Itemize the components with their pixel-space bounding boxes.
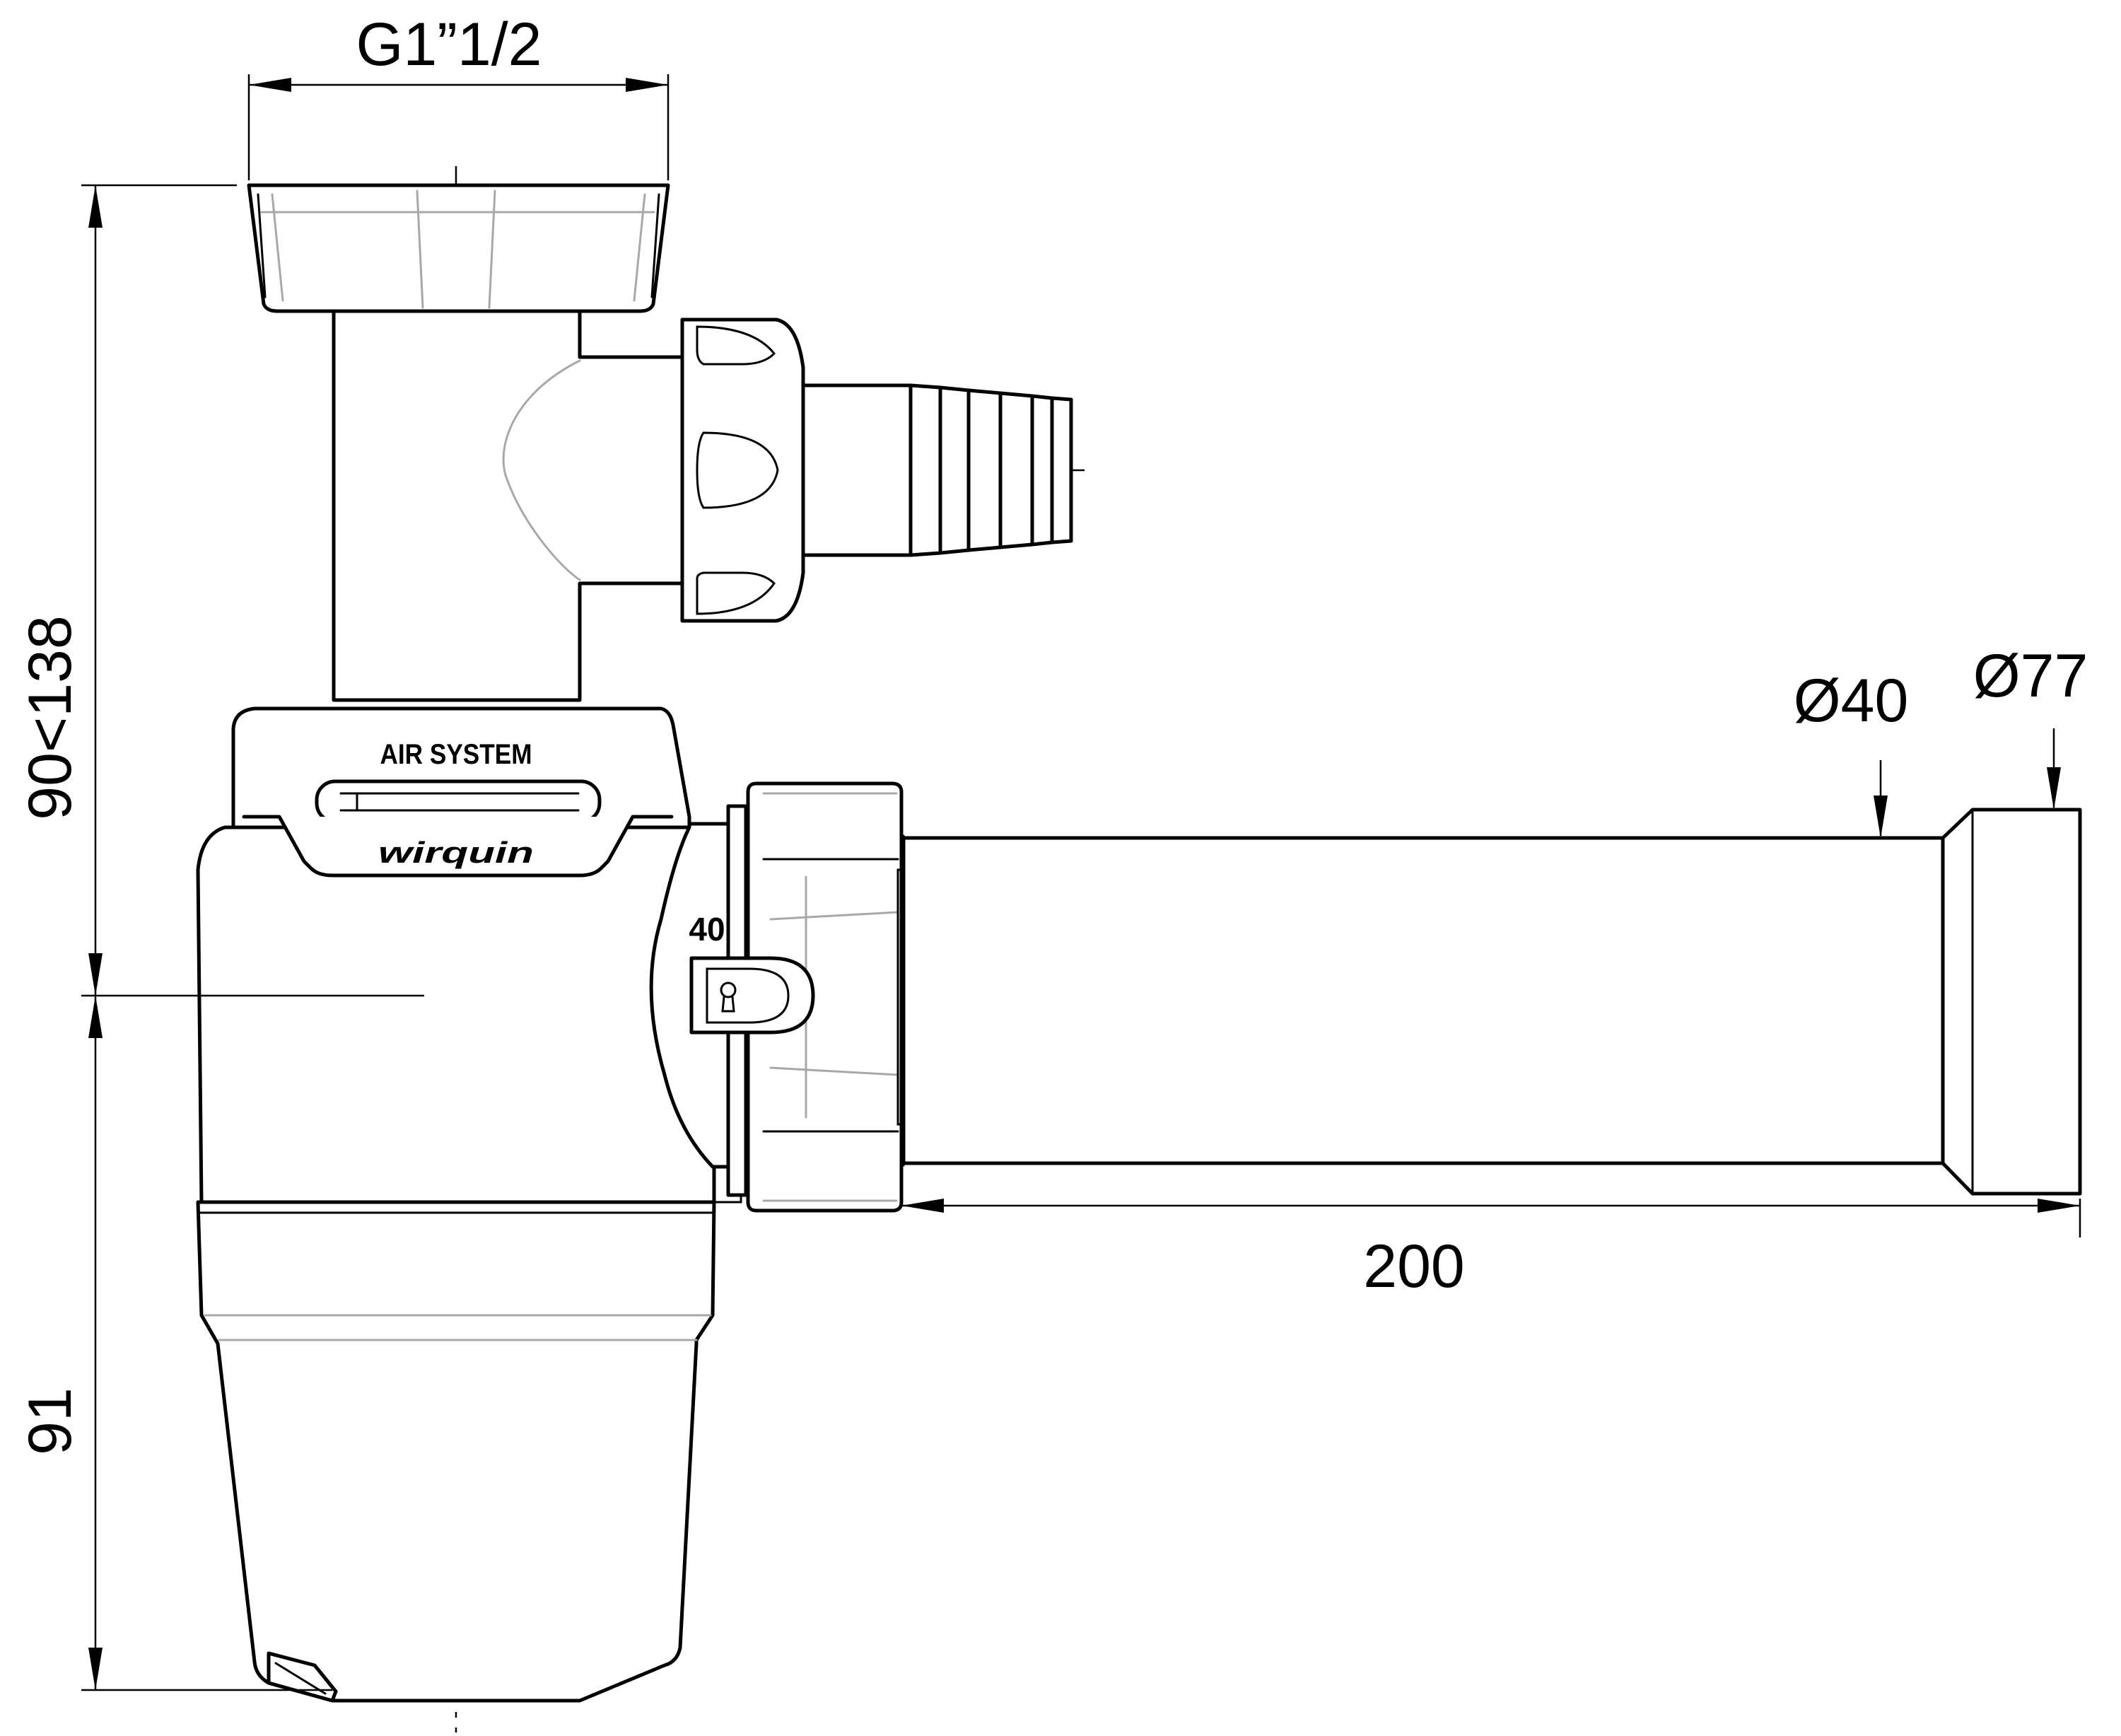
flange-diameter-label: Ø77 [1973,642,2088,710]
outlet-diameter-label: Ø40 [1794,667,1909,735]
hose-tail-connector [801,383,1073,557]
top-threaded-nut [247,183,670,313]
vertical-body-tube [332,309,688,702]
outlet-pipe [901,808,2082,1196]
dimension-outlet-diameter: Ø40 [1794,667,1909,838]
dimension-outlet-length: 200 [901,1199,2081,1300]
dimension-height-adjustable: 90<138 [16,184,424,997]
bottle-head: AIR SYSTEM [231,706,691,829]
dimension-thread-size: G1”1/2 [247,11,670,180]
outlet-length-label: 200 [1363,1233,1465,1300]
bottle-lower-cup [196,1200,716,1703]
bottle-body: wirquin [196,815,716,1204]
dimension-flange-diameter: Ø77 [1973,642,2088,810]
air-system-label: AIR SYSTEM [380,739,532,770]
side-inlet-nut [680,318,805,623]
thread-size-label: G1”1/2 [356,11,542,78]
nut-size-marking: 40 [689,911,725,948]
height-adjustable-label: 90<138 [16,615,84,820]
bottom-height-label: 91 [16,1387,84,1455]
outlet-nut: 40 [689,781,905,1213]
dimension-bottom-height: 91 [16,996,332,1691]
brand-logo-wirquin: wirquin [378,836,534,869]
